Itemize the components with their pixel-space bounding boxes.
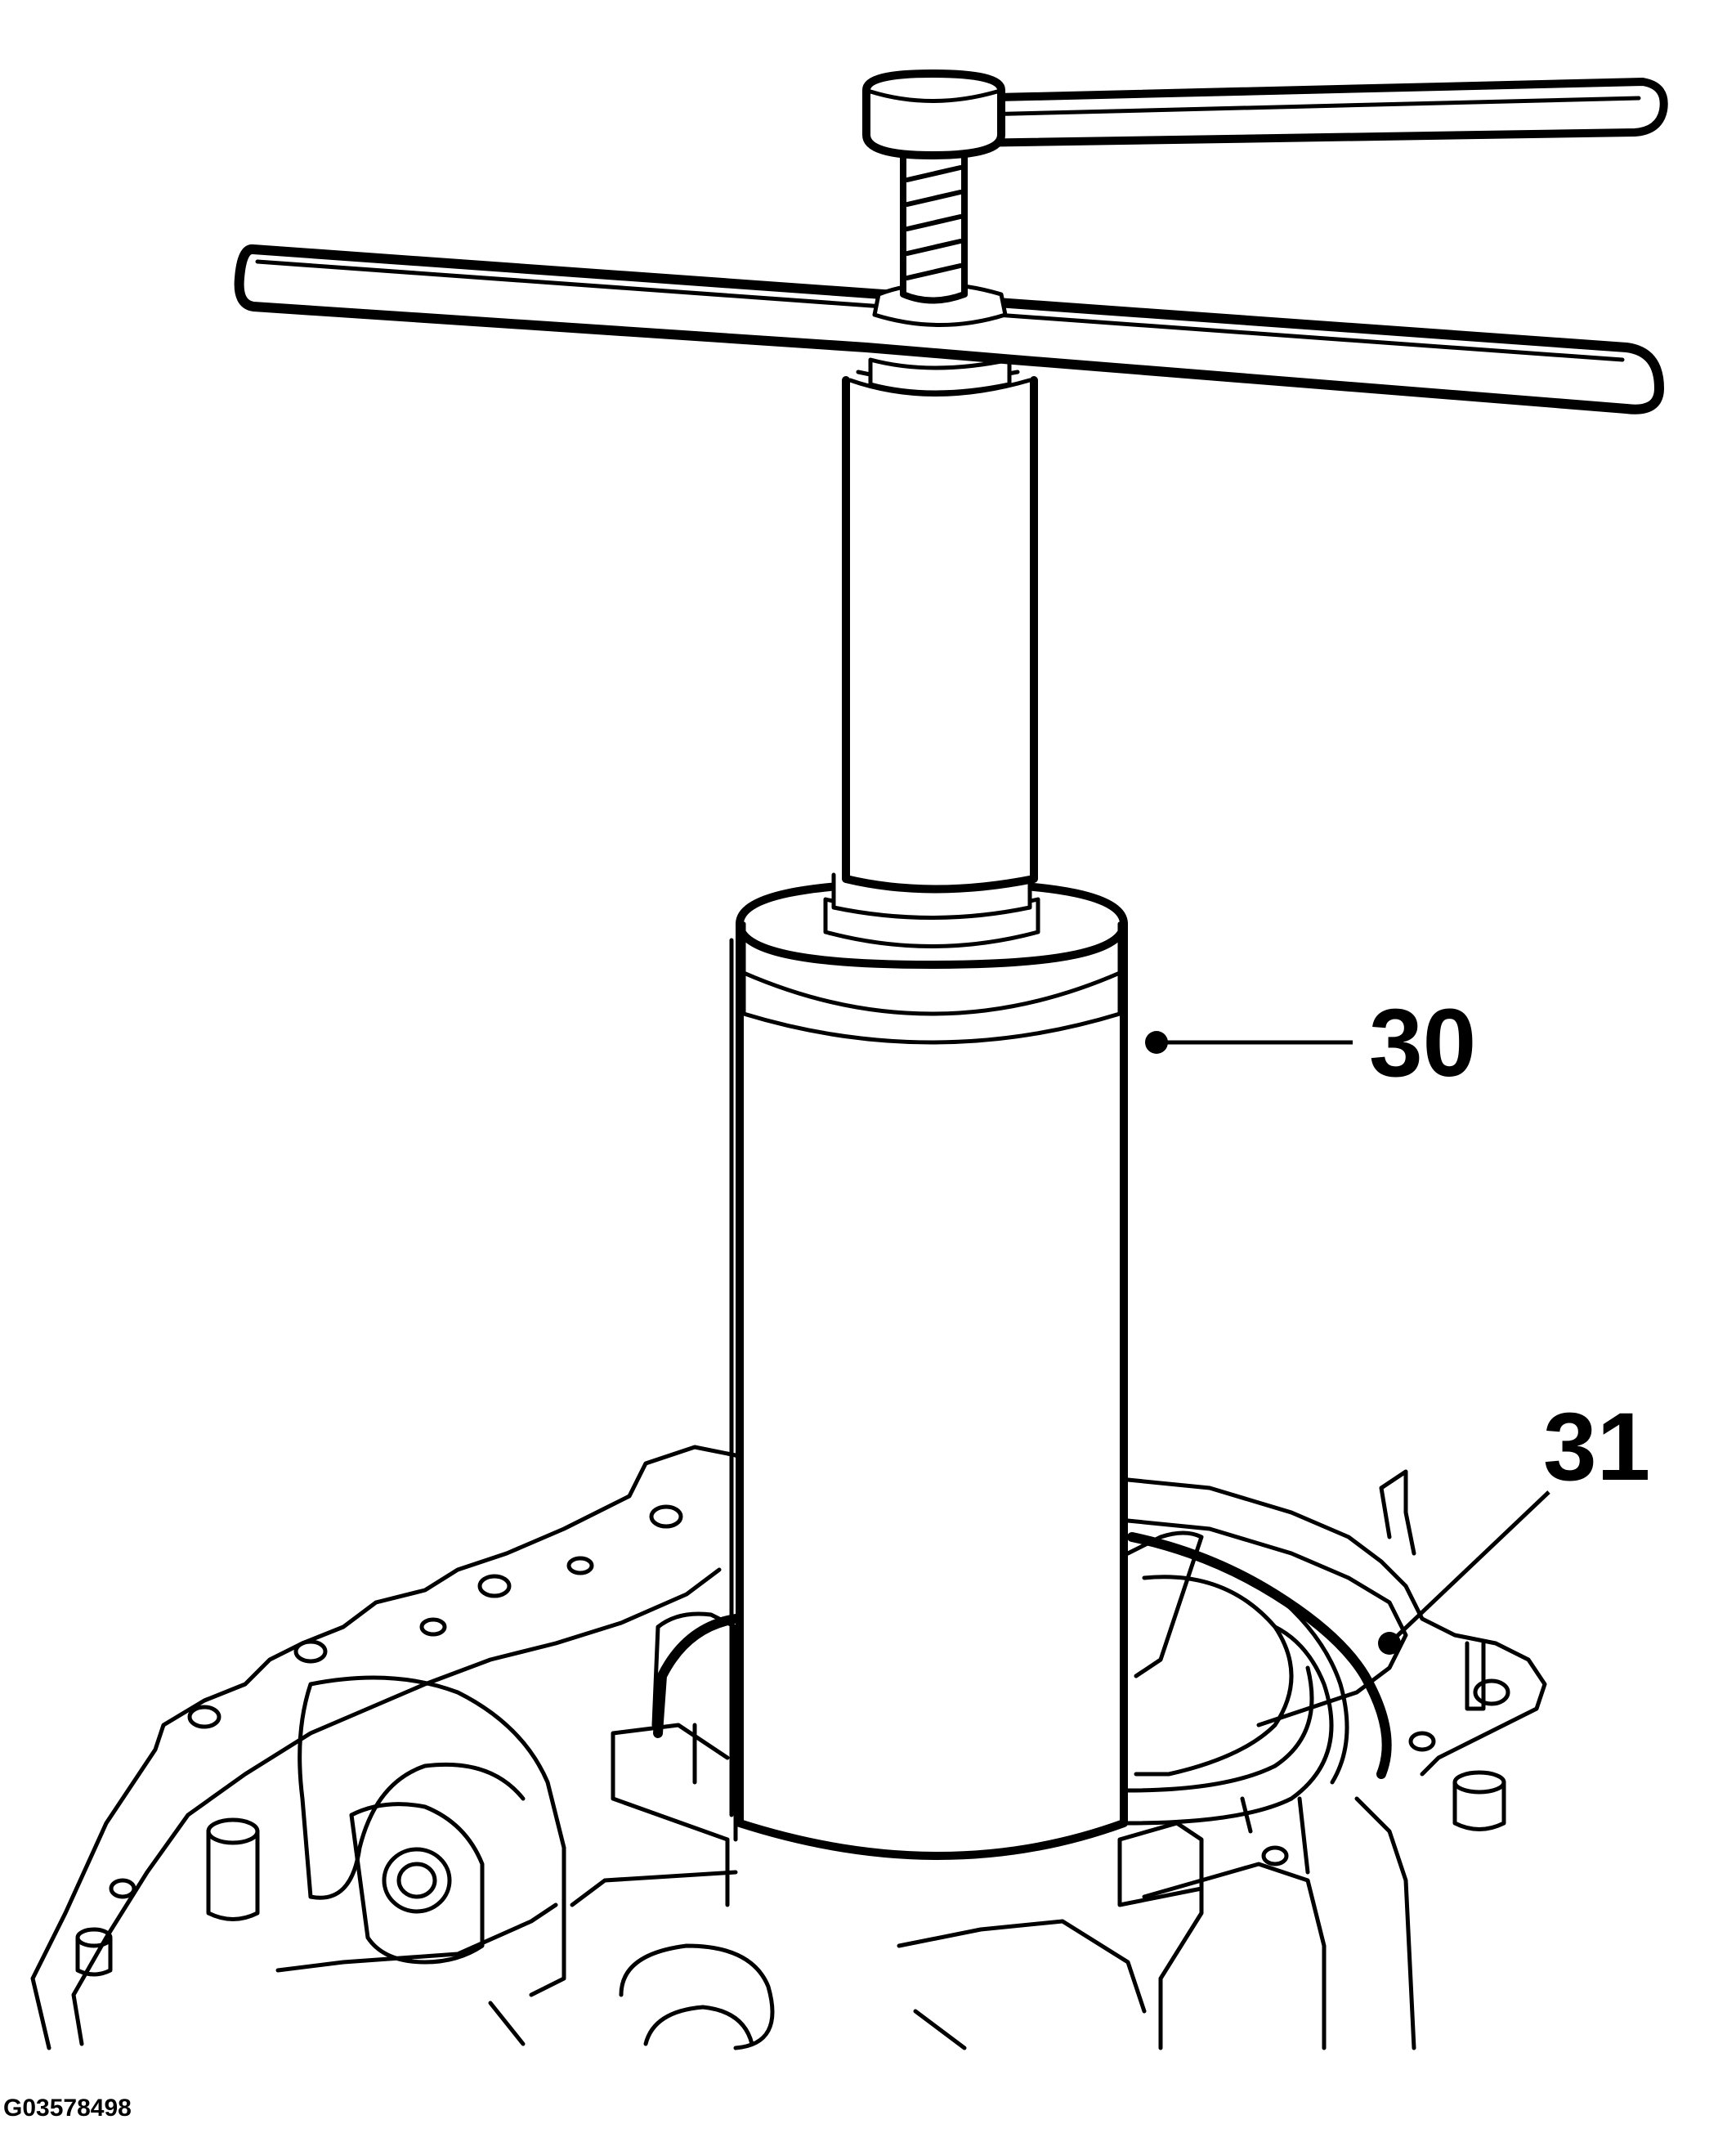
callout-31-label: 31 bbox=[1543, 1393, 1650, 1501]
flange-bolt-hole bbox=[419, 1617, 447, 1637]
callout-30-dot bbox=[1145, 1031, 1168, 1054]
flange-bolt-hole bbox=[1408, 1731, 1436, 1752]
housing-right-ribs bbox=[1142, 1796, 1416, 2050]
housing-rail-right bbox=[1117, 1821, 1204, 1907]
housing-right-boss bbox=[1452, 1780, 1506, 1831]
ratchet-handle-highlight bbox=[978, 96, 1641, 117]
threaded-screw bbox=[900, 148, 968, 304]
t-handle-crossbar bbox=[234, 244, 1664, 415]
housing-left-bore bbox=[298, 1675, 566, 1997]
gear-cone-mid bbox=[1125, 1665, 1314, 1793]
installer-cylinder-band bbox=[741, 970, 1122, 1045]
housing-right-post bbox=[1465, 1641, 1486, 1711]
flange-bolt-hole bbox=[1473, 1678, 1510, 1706]
housing-bottom-opening bbox=[619, 1943, 775, 2050]
seal-installer-tool bbox=[234, 69, 1668, 1860]
callout-31: 31 bbox=[1378, 1393, 1650, 1655]
flange-bolt-hole bbox=[187, 1705, 221, 1729]
seal-ring bbox=[1127, 1532, 1392, 1779]
housing-right-boss-top bbox=[1452, 1770, 1506, 1795]
housing-stud-small bbox=[75, 1935, 113, 1977]
ratchet-handle bbox=[960, 78, 1668, 147]
gear-cone-outer bbox=[1134, 1575, 1294, 1777]
housing-inner-contour bbox=[71, 1518, 1408, 2046]
flange-bolt-hole bbox=[477, 1574, 512, 1598]
flange-bolt-hole bbox=[649, 1504, 683, 1529]
differential-dome bbox=[1125, 1530, 1204, 1678]
installer-cylinder-body bbox=[736, 920, 1128, 1860]
seal-ring-inner-edge bbox=[1273, 1592, 1349, 1785]
installer-spindle bbox=[842, 376, 1038, 894]
installer-spindle-collar bbox=[868, 357, 1012, 395]
housing-rail-left bbox=[611, 1723, 730, 1907]
seal-ring-assembly bbox=[653, 1530, 1392, 1826]
figure-id: G03578498 bbox=[3, 2095, 132, 2122]
seal-ring-left-arc bbox=[653, 1614, 740, 1738]
housing-bottom-left-rib bbox=[275, 1870, 1147, 2050]
ratchet-head-top bbox=[868, 89, 1000, 103]
flange-bolt-hole bbox=[109, 1878, 136, 1899]
callout-30: 30 bbox=[1145, 989, 1476, 1097]
housing-bottom-opening bbox=[643, 2005, 754, 2046]
housing-left-boss-hole-inner bbox=[396, 1862, 437, 1899]
housing-gear-recess bbox=[651, 1611, 738, 1842]
housing-stud-left-top bbox=[206, 1817, 260, 1845]
flange-bolt-hole bbox=[1261, 1845, 1289, 1866]
transmission-housing bbox=[30, 1445, 1547, 2050]
callout-30-label: 30 bbox=[1369, 989, 1476, 1097]
ratchet-head bbox=[862, 69, 1005, 159]
gear-cone-lower bbox=[1125, 1624, 1334, 1826]
screw-threads bbox=[905, 165, 963, 280]
callout-31-dot bbox=[1378, 1632, 1401, 1655]
callout-31-leader bbox=[1388, 1490, 1550, 1645]
housing-stud-small-top bbox=[75, 1927, 113, 1948]
installer-cylinder-band-sides bbox=[741, 921, 1122, 1016]
housing-flange-outline bbox=[30, 1445, 1547, 2050]
flange-bolt-hole bbox=[566, 1556, 594, 1575]
housing-left-boss bbox=[349, 1802, 485, 1965]
housing-stud-left bbox=[206, 1829, 260, 1921]
housing-right-tab bbox=[1379, 1469, 1416, 1556]
flange-bolt-hole bbox=[293, 1639, 328, 1664]
housing-left-boss-hole bbox=[382, 1847, 452, 1914]
